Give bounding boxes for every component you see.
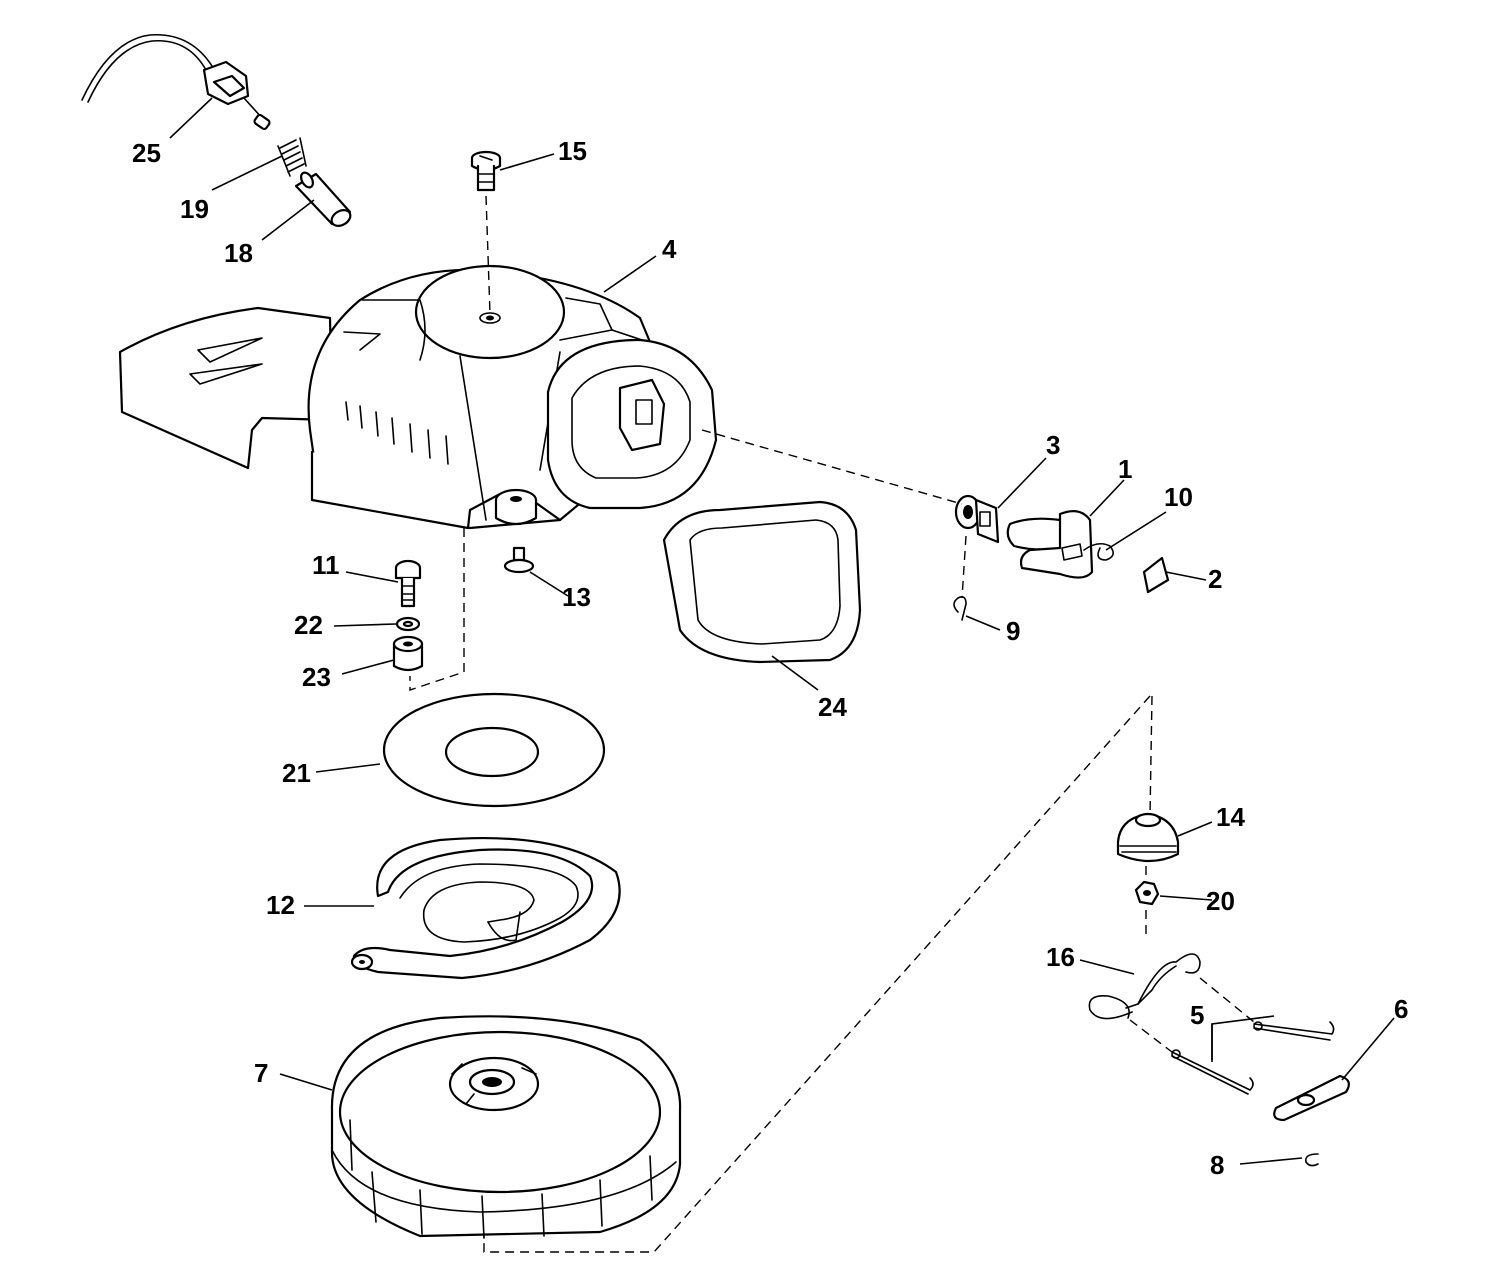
part-11-screw	[394, 559, 422, 608]
leader-lines	[169, 97, 1395, 1165]
callout-24: 24	[818, 692, 847, 722]
callout-10: 10	[1164, 482, 1193, 512]
callout-13: 13	[562, 582, 591, 612]
part-13-bolt	[503, 546, 535, 574]
callout-8: 8	[1210, 1150, 1224, 1180]
callout-12: 12	[266, 890, 295, 920]
part-14-cap-nut	[1116, 812, 1180, 863]
part-12-rewind-spring	[350, 837, 621, 980]
part-4-starter-housing	[118, 264, 718, 530]
callout-4: 4	[662, 234, 677, 264]
callout-19: 19	[180, 194, 209, 224]
callout-16: 16	[1046, 942, 1075, 972]
part-5-links	[1171, 1021, 1335, 1095]
callout-18: 18	[224, 238, 253, 268]
assembly-guide-lines	[409, 195, 1255, 1253]
part-7-pulley	[330, 1015, 682, 1239]
part-24-grommet-frame	[662, 500, 862, 664]
part-1-handle	[1006, 509, 1094, 579]
callout-6: 6	[1394, 994, 1408, 1024]
part-2-insert	[1142, 556, 1170, 594]
callout-21: 21	[282, 758, 311, 788]
callout-9: 9	[1006, 616, 1020, 646]
part-6-pawl	[1273, 1074, 1350, 1122]
part-18-pin	[294, 171, 352, 227]
part-9-clip	[953, 596, 967, 621]
callout-11: 11	[312, 550, 340, 580]
callout-labels: 25 19 18 15 4 3 1 10 2 9 24 11 22 23 13 …	[132, 136, 1408, 1180]
part-21-plate	[382, 692, 606, 808]
part-10-rope-knot	[1083, 542, 1114, 561]
callout-20: 20	[1206, 886, 1235, 916]
part-15-screw	[470, 150, 502, 192]
part-8-retaining-ring	[1304, 1153, 1319, 1167]
callout-25: 25	[132, 138, 161, 168]
part-20-nut	[1134, 880, 1160, 906]
callout-15: 15	[558, 136, 587, 166]
part-25-cable-switch	[81, 33, 271, 131]
callout-2: 2	[1208, 564, 1222, 594]
part-22-washer	[395, 616, 421, 632]
part-19-spring	[277, 137, 307, 177]
callout-5: 5	[1190, 1000, 1204, 1030]
part-23-spacer	[392, 635, 424, 672]
callout-3: 3	[1046, 430, 1060, 460]
callout-14: 14	[1216, 802, 1245, 832]
callout-1: 1	[1118, 454, 1132, 484]
part-3-bushing	[954, 494, 1000, 544]
callout-23: 23	[302, 662, 331, 692]
part-16-wire-spring	[1088, 953, 1201, 1020]
callout-7: 7	[254, 1058, 268, 1088]
callout-22: 22	[294, 610, 323, 640]
